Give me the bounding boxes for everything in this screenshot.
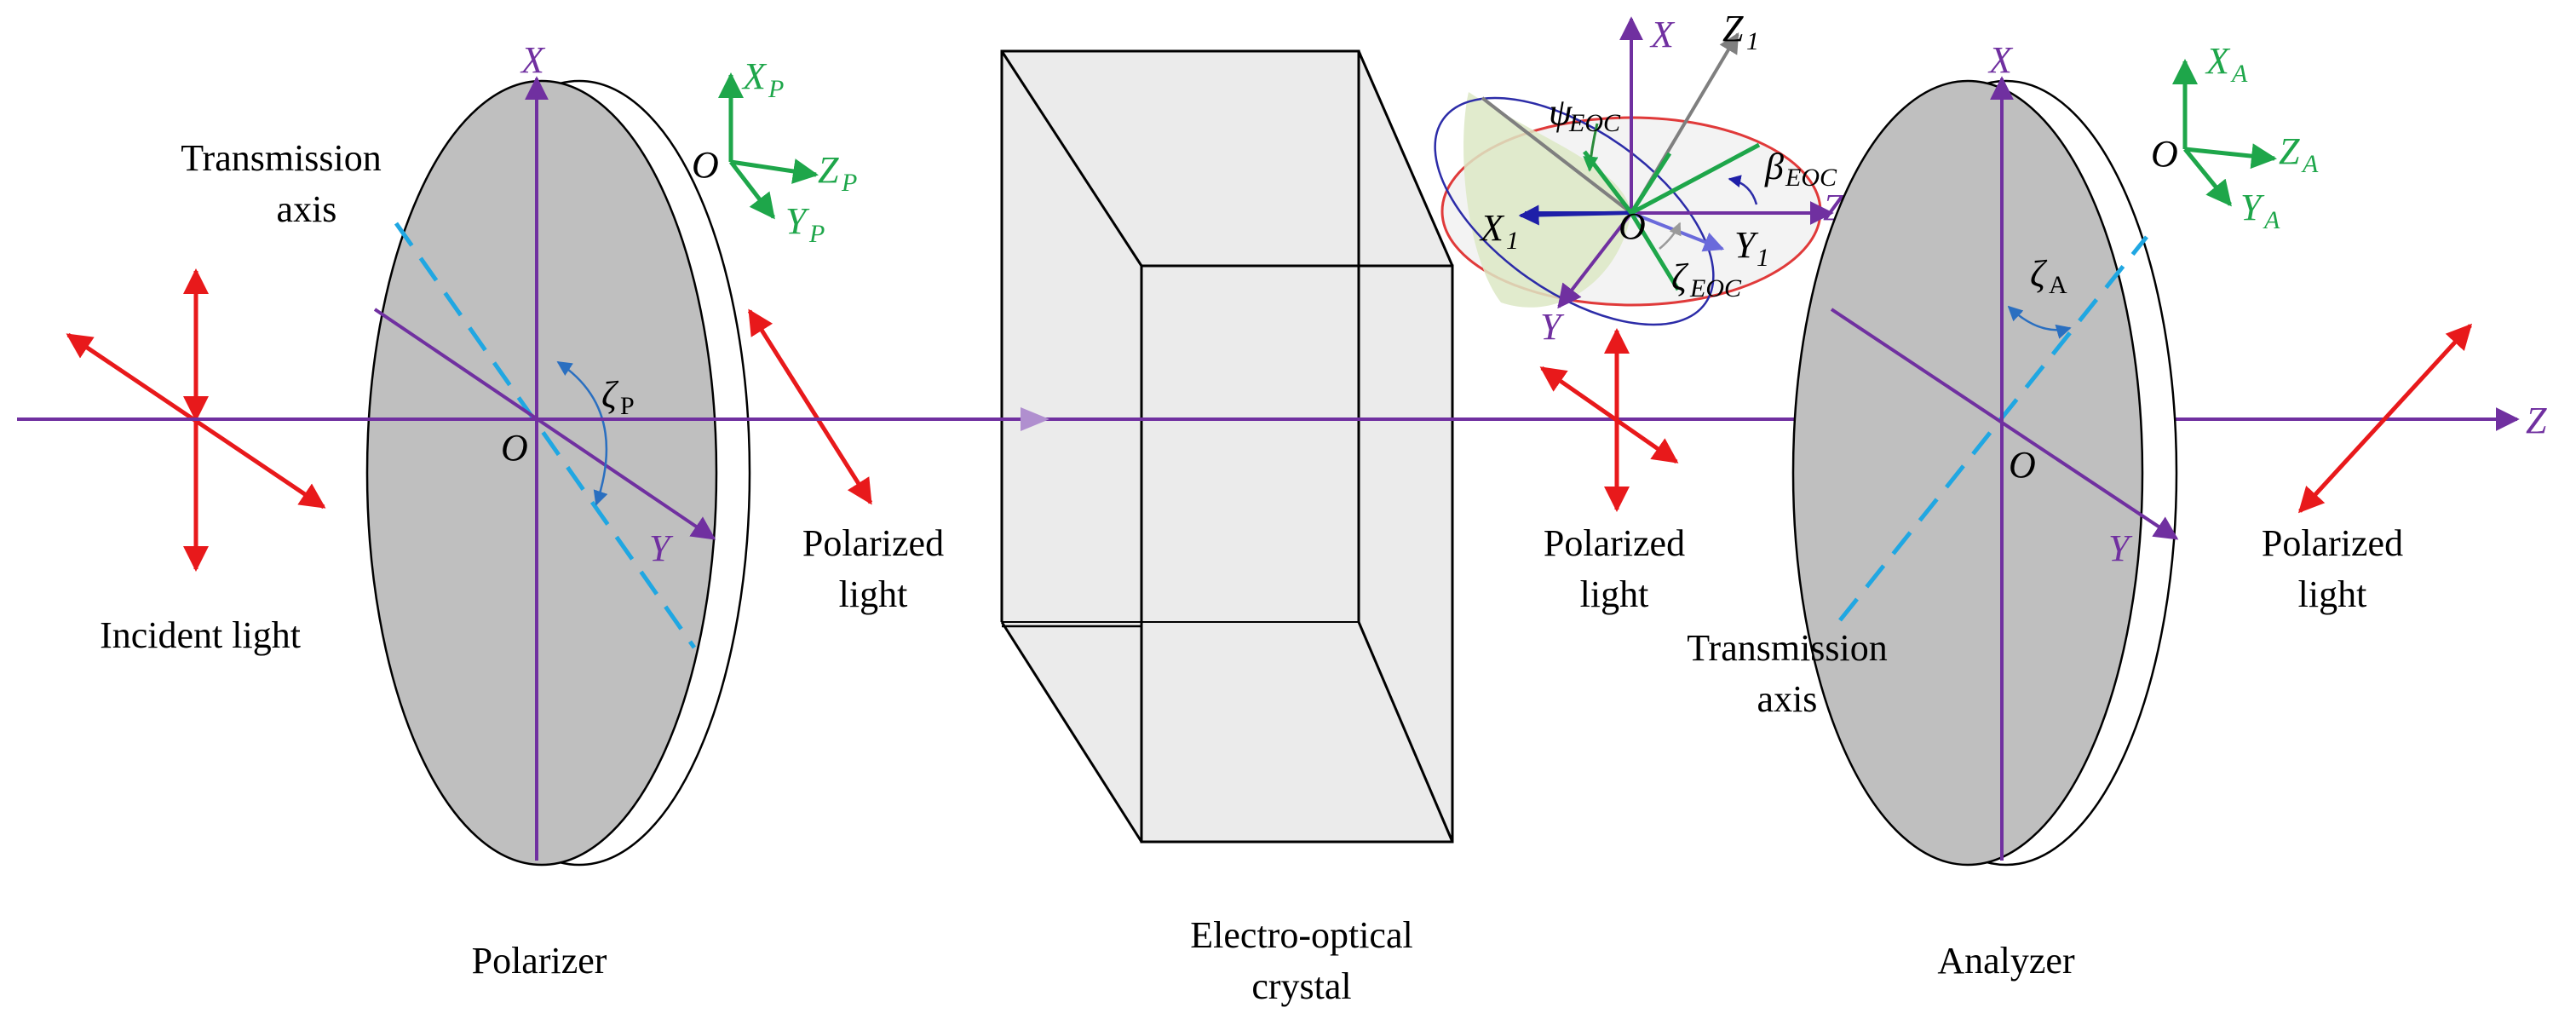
polarizer-transmission-label-line1: Transmission — [181, 137, 382, 179]
polarizer-frame-xp-label: X P — [741, 55, 784, 103]
svg-text:ψ: ψ — [1549, 91, 1573, 133]
svg-text:P: P — [808, 220, 825, 248]
svg-text:EOC: EOC — [1785, 164, 1837, 192]
analyzer-transmission-label-line1: Transmission — [1687, 627, 1888, 669]
polarized-light-label-1a: Polarized — [802, 522, 944, 564]
svg-text:Y: Y — [2240, 187, 2265, 228]
svg-text:1: 1 — [1757, 244, 1769, 272]
svg-text:X: X — [2205, 40, 2231, 82]
svg-text:EOC: EOC — [1568, 109, 1621, 137]
svg-text:1: 1 — [1506, 227, 1519, 255]
svg-text:Y: Y — [785, 200, 810, 242]
polarizer-transmission-axis — [394, 222, 697, 649]
analyzer-y-axis — [1830, 308, 2179, 540]
polarized-light-label-2b: light — [1580, 573, 1649, 615]
polarized-light-arrow-2 — [1539, 328, 1679, 512]
polarizer-disk — [365, 79, 751, 867]
analyzer-x-label: X — [1987, 39, 2014, 81]
crystal-axis-midarrow — [1021, 407, 1049, 431]
analyzer-angle-arc — [2007, 305, 2072, 339]
analyzer-frame-origin: O — [2151, 133, 2178, 175]
crystal-label-line2: crystal — [1251, 965, 1351, 1007]
analyzer-zeta-label: ζ A — [2030, 253, 2067, 299]
electro-optical-crystal — [1000, 49, 1454, 844]
polarizer-label: Polarizer — [472, 940, 607, 982]
analyzer-local-frame — [2172, 59, 2277, 207]
analyzer-frame-za-label: Z A — [2279, 130, 2319, 178]
analyzer-label: Analyzer — [1937, 940, 2075, 982]
polarizer-transmission-label-line2: axis — [277, 188, 337, 230]
analyzer-frame-ya-label: Y A — [2240, 187, 2280, 234]
svg-text:Z: Z — [1722, 8, 1744, 49]
polarized-light-label-2a: Polarized — [1544, 522, 1685, 564]
crystal-label-line1: Electro-optical — [1190, 914, 1412, 956]
svg-text:X: X — [741, 55, 768, 97]
svg-text:Y: Y — [1734, 224, 1759, 266]
analyzer-transmission-axis — [1838, 235, 2148, 622]
crystal-frame-beta-label: β EOC — [1764, 146, 1837, 192]
svg-text:Z: Z — [2279, 130, 2300, 172]
svg-text:EOC: EOC — [1689, 274, 1742, 302]
svg-text:ζ: ζ — [2030, 253, 2048, 295]
svg-text:X: X — [1479, 207, 1505, 249]
svg-text:A: A — [2263, 206, 2280, 234]
crystal-frame-ellipse — [1434, 16, 1834, 326]
svg-text:1: 1 — [1746, 27, 1759, 55]
polarizer-zeta-label: ζ P — [601, 374, 635, 420]
svg-text:P: P — [841, 169, 857, 197]
polarizer-frame-origin: O — [692, 144, 719, 186]
polarized-light-label-3a: Polarized — [2262, 522, 2403, 564]
polarizer-x-label: X — [520, 39, 546, 81]
analyzer-disk — [1791, 79, 2178, 867]
polarizer-origin-label: O — [501, 427, 528, 469]
crystal-frame-x-label: X — [1649, 14, 1676, 55]
svg-text:β: β — [1764, 146, 1784, 187]
analyzer-y-label: Y — [2108, 527, 2133, 569]
svg-text:P: P — [620, 392, 635, 420]
polarizer-local-frame — [718, 72, 819, 220]
svg-text:ζ: ζ — [1671, 256, 1689, 298]
crystal-frame-psi-label: ψ EOC — [1549, 91, 1621, 137]
crystal-frame-zeta-label: ζ EOC — [1671, 256, 1742, 302]
polarized-light-arrow-1 — [747, 308, 873, 505]
polarizer-angle-arc — [556, 360, 608, 506]
optical-axis-z-label: Z — [2526, 400, 2547, 441]
polarizer-frame-yp-label: Y P — [785, 200, 825, 248]
polarizer-y-axis — [373, 308, 716, 540]
svg-text:A: A — [2301, 150, 2319, 178]
crystal-frame-x1-label: X 1 — [1479, 207, 1519, 255]
incident-light-label: Incident light — [100, 614, 301, 656]
svg-text:P: P — [768, 75, 784, 103]
polarized-light-label-1b: light — [839, 573, 908, 615]
svg-text:A: A — [2230, 60, 2248, 88]
polarizer-frame-zp-label: Z P — [818, 149, 857, 197]
analyzer-transmission-label-line2: axis — [1757, 678, 1818, 720]
polarized-light-label-3b: light — [2298, 573, 2367, 615]
polarized-light-arrow-3 — [2297, 323, 2473, 514]
crystal-frame-z1-label: Z 1 — [1722, 8, 1759, 55]
crystal-frame-y-label: Y — [1540, 306, 1565, 348]
svg-text:Z: Z — [818, 149, 839, 191]
polarizer-y-label: Y — [649, 527, 674, 569]
analyzer-frame-xa-label: X A — [2205, 40, 2248, 88]
crystal-frame-origin: O — [1619, 205, 1646, 247]
svg-text:A: A — [2049, 271, 2067, 299]
analyzer-origin-label: O — [2009, 444, 2036, 486]
svg-text:ζ: ζ — [601, 374, 619, 416]
crystal-frame-y1-label: Y 1 — [1734, 224, 1769, 272]
